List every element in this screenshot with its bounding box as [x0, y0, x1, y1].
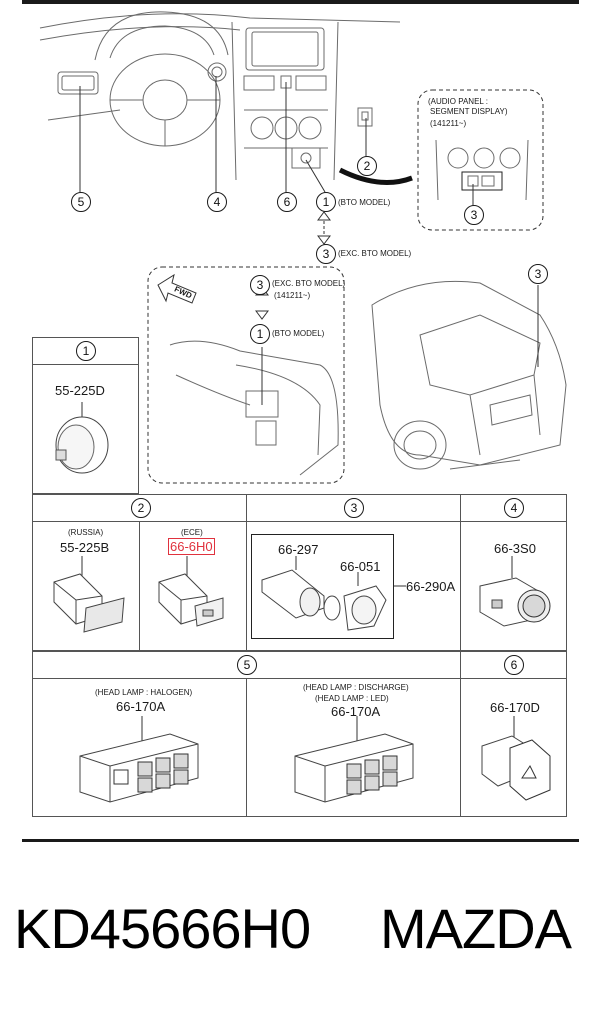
lighter-illustration — [261, 556, 406, 631]
panel-5-callout: 5 — [237, 655, 257, 675]
part-panel-2-divider — [139, 522, 140, 651]
cigarette-lighter-inset — [251, 534, 394, 639]
dashboard-illustration — [39, 11, 544, 245]
part-panel-1-header — [32, 337, 139, 365]
callout-6-top: 6 — [277, 192, 297, 212]
callout-3-vehicle: 3 — [528, 264, 548, 284]
discharge-caption: (HEAD LAMP : DISCHARGE) — [303, 683, 409, 692]
audio-panel-caption-2: SEGMENT DISPLAY) — [430, 107, 508, 116]
part-panel-5-divider — [246, 679, 247, 817]
panel-3-callout: 3 — [344, 498, 364, 518]
bto-model-label: (BTO MODEL) — [338, 198, 391, 207]
callout-3-top: 3 — [316, 244, 336, 264]
callout-1-top: 1 — [316, 192, 336, 212]
start-button-illustration — [479, 556, 551, 627]
switch-halogen-illustration — [79, 716, 199, 803]
callout-3-console: 3 — [250, 275, 270, 295]
part-66-290a-label: 66-290A — [406, 579, 456, 594]
part-66-170a-discharge-label: 66-170A — [331, 704, 381, 719]
part-66-170a-halogen-label: 66-170A — [116, 699, 166, 714]
exc-bto-model-label: (EXC. BTO MODEL) — [338, 249, 412, 258]
top-rule — [22, 0, 579, 4]
part-66-051-label: 66-051 — [340, 559, 381, 574]
part-66-3s0-label: 66-3S0 — [494, 541, 536, 556]
bottom-rule — [22, 839, 579, 842]
socket-russia-illustration — [53, 556, 125, 633]
callout-5-top: 5 — [71, 192, 91, 212]
callout-1-console: 1 — [250, 324, 270, 344]
socket-ece-illustration — [158, 556, 224, 627]
cap-part-illustration — [55, 402, 109, 474]
panel-1-callout: 1 — [76, 341, 96, 361]
console-date-code-label: (141211~) — [274, 291, 311, 300]
led-caption: (HEAD LAMP : LED) — [315, 694, 389, 703]
panel-6-callout: 6 — [504, 655, 524, 675]
footer-part-number: KD45666H0 — [14, 897, 311, 960]
russia-caption: (RUSSIA) — [68, 528, 104, 537]
callout-4-top: 4 — [207, 192, 227, 212]
halogen-caption: (HEAD LAMP : HALOGEN) — [95, 688, 193, 697]
part-55-225b-label: 55-225B — [60, 540, 110, 555]
ece-caption: (ECE) — [181, 528, 203, 537]
part-panel-4-header — [460, 494, 567, 522]
switch-discharge-illustration — [294, 716, 414, 803]
footer-brand: MAZDA — [380, 897, 572, 960]
console-bto-label: (BTO MODEL) — [272, 329, 325, 338]
part-panel-6-header — [460, 651, 567, 679]
part-66-170d-label: 66-170D — [490, 700, 540, 715]
panel-2-callout: 2 — [131, 498, 151, 518]
hazard-switch-illustration — [481, 716, 551, 801]
part-66-297-label: 66-297 — [278, 542, 319, 557]
audio-panel-caption-3: (141211~) — [430, 119, 467, 128]
audio-panel-caption-1: (AUDIO PANEL : — [428, 97, 489, 106]
panel-4-callout: 4 — [504, 498, 524, 518]
callout-3-audio: 3 — [464, 205, 484, 225]
callout-2-top: 2 — [357, 156, 377, 176]
console-exc-bto-label: (EXC. BTO MODEL) — [272, 279, 346, 288]
console-and-vehicle-illustration — [147, 266, 567, 484]
part-66-6h0-label-highlighted: 66-6H0 — [168, 538, 215, 555]
part-55-225d-label: 55-225D — [55, 383, 105, 398]
